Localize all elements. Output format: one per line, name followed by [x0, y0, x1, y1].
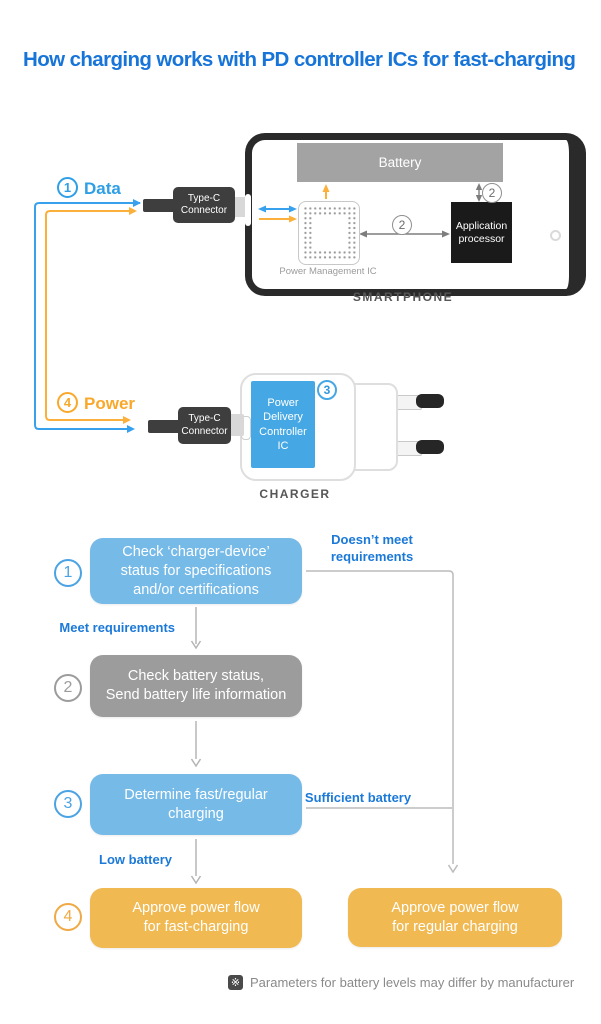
flow-step2-badge: 2: [54, 674, 82, 702]
flow-alt-arrowhead: [447, 864, 459, 874]
data-label: Data: [84, 179, 121, 198]
data-arrowhead-charger: [127, 425, 135, 433]
charger-cable-stub: [148, 420, 180, 433]
step3-badge-charger: 3: [317, 380, 337, 400]
flow-step3-badge: 3: [54, 790, 82, 818]
reference-mark-icon: ※: [228, 975, 243, 990]
smartphone-caption: SMARTPHONE: [352, 290, 454, 304]
label-doesnt-meet: Doesn’t meet requirements: [330, 532, 414, 564]
typec-connector-phone: Type-C Connector: [173, 187, 235, 223]
pmic-label: Power Management IC: [279, 266, 377, 277]
flow-step4-box: Approve power flow for fast-charging: [90, 888, 302, 948]
flow-arrowhead-1-2: [190, 640, 202, 650]
power-line: [45, 210, 132, 421]
charger-caption: CHARGER: [259, 487, 331, 501]
label-sufficient-battery: Sufficient battery: [304, 790, 412, 805]
flow-step1-box: Check ‘charger-device’ status for specif…: [90, 538, 302, 604]
data-arrowhead-phone: [133, 199, 141, 207]
phone-camera-dot: [550, 230, 561, 241]
power-step-badge: 4: [57, 392, 78, 413]
footnote: ※ Parameters for battery levels may diff…: [228, 975, 574, 990]
flow-step1-badge: 1: [54, 559, 82, 587]
flow-arrowhead-2-3: [190, 758, 202, 768]
step2-badge-battery-ap: 2: [482, 183, 502, 203]
charger-plug: [229, 414, 244, 436]
battery-block: Battery: [297, 143, 503, 182]
power-label: Power: [84, 394, 136, 413]
label-meet-requirements: Meet requirements: [59, 620, 175, 635]
phone-cable-stub: [143, 199, 175, 212]
pmic-die: [312, 215, 346, 251]
charger-prong-top-tip: [416, 394, 444, 408]
phone-side-button: [551, 195, 555, 227]
flow-step2-box: Check battery status, Send battery life …: [90, 655, 302, 717]
phone-usb-port: [245, 194, 251, 226]
application-processor-block: Application processor: [451, 202, 512, 263]
pd-controller-ic-block: Power Delivery Controller IC: [251, 381, 315, 468]
power-management-ic-chip: [298, 201, 360, 265]
flow-step4-badge: 4: [54, 903, 82, 931]
flow-doesnt-meet-path: [306, 570, 454, 864]
power-arrowhead-phone: [129, 207, 137, 215]
page-title: How charging works with PD controller IC…: [23, 48, 576, 71]
flow-alt-result-box: Approve power flow for regular charging: [348, 888, 562, 947]
charger-prong-bottom-tip: [416, 440, 444, 454]
data-step-badge: 1: [57, 177, 78, 198]
label-low-battery: Low battery: [99, 852, 172, 867]
typec-connector-charger: Type-C Connector: [178, 407, 231, 444]
power-arrowhead-charger: [123, 416, 131, 424]
flow-step3-box: Determine fast/regular charging: [90, 774, 302, 835]
flow-arrowhead-3-4: [190, 875, 202, 885]
step2-badge-pmic-ap: 2: [392, 215, 412, 235]
footnote-text: Parameters for battery levels may differ…: [250, 975, 575, 990]
phone-plug: [233, 197, 248, 217]
